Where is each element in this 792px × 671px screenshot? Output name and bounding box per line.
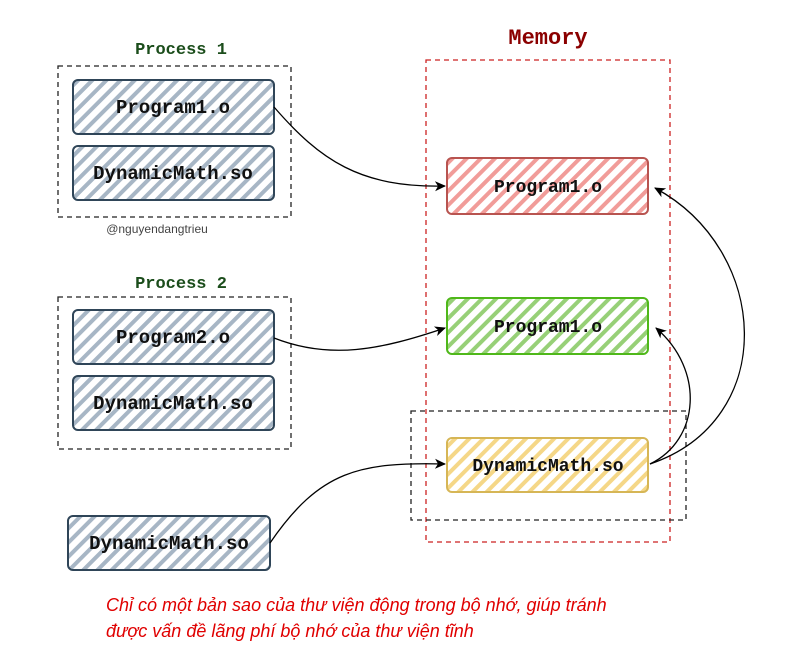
arrow-process2-to-memory bbox=[273, 326, 446, 351]
memory-program1-red-block bbox=[446, 157, 649, 215]
process1-container bbox=[57, 65, 292, 218]
memory-dynamicmath-yellow-block bbox=[446, 437, 649, 493]
process1-library-label: DynamicMath.so bbox=[93, 163, 253, 185]
watermark: @nguyendangtrieu bbox=[106, 222, 208, 236]
process2-title: Process 2 bbox=[135, 275, 227, 294]
arrow-library-to-green-block bbox=[649, 327, 691, 465]
shared-library-group bbox=[410, 410, 687, 521]
process1-program-label: Program1.o bbox=[116, 97, 230, 119]
process1-title: Process 1 bbox=[135, 41, 227, 60]
memory-program1-green-label: Program1.o bbox=[494, 318, 602, 338]
process2-program-block bbox=[72, 309, 275, 365]
process1-library-block bbox=[72, 145, 275, 201]
memory-program1-red-label: Program1.o bbox=[494, 178, 602, 198]
process2-container bbox=[57, 296, 292, 450]
memory-region bbox=[425, 59, 671, 543]
process2-library-label: DynamicMath.so bbox=[93, 393, 253, 415]
memory-dynamicmath-yellow-label: DynamicMath.so bbox=[472, 457, 623, 477]
arrow-standalone-to-memory bbox=[269, 458, 446, 544]
standalone-library-label: DynamicMath.so bbox=[89, 533, 249, 555]
caption-line-1: Chỉ có một bản sao của thư viện động tro… bbox=[106, 595, 607, 615]
memory-title: Memory bbox=[508, 26, 587, 51]
process2-library-block bbox=[72, 375, 275, 431]
process2-program-label: Program2.o bbox=[116, 327, 230, 349]
memory-program1-green-block bbox=[446, 297, 649, 355]
arrow-process1-to-memory bbox=[273, 106, 446, 192]
arrow-library-to-red-block bbox=[649, 187, 745, 465]
caption-line-2: được vấn đề lãng phí bộ nhớ của thư viện… bbox=[106, 621, 474, 641]
